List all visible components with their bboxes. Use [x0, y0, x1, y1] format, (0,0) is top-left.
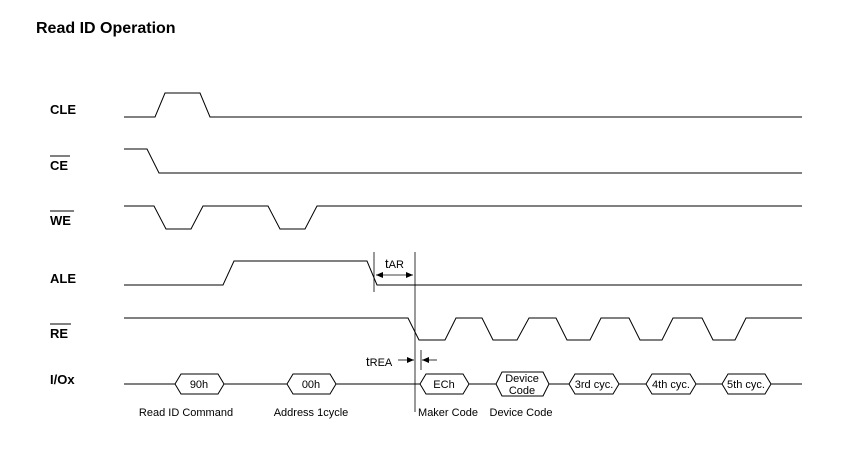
tar-arrow-right	[406, 272, 413, 278]
ce-waveform	[124, 148, 802, 174]
trea-arrow-in-left	[407, 357, 414, 363]
signal-label-io: I/Ox	[50, 372, 75, 387]
diagram-title: Read ID Operation	[36, 20, 176, 37]
signal-label-cle: CLE	[50, 102, 76, 117]
io-cell-cmd-text: 90h	[190, 379, 208, 391]
caption-read-id-command: Read ID Command	[139, 407, 233, 419]
io-cell-device-text-2: Code	[509, 385, 535, 397]
re-waveform	[124, 317, 802, 341]
caption-device-code: Device Code	[490, 407, 553, 419]
io-cell-addr	[286, 373, 337, 395]
io-cell-addr-text: 00h	[302, 379, 320, 391]
io-cell-cyc3-text: 3rd cyc.	[575, 379, 614, 391]
trea-arrow-in-right	[422, 357, 429, 363]
tar-arrow-left	[376, 272, 383, 278]
io-cell-cyc4-text: 4th cyc.	[652, 379, 690, 391]
io-cell-cmd	[174, 373, 225, 395]
io-cell-device-text-1: Device	[505, 373, 539, 385]
signal-label-ce: CE	[50, 158, 68, 173]
trea-label: tREA	[366, 354, 393, 369]
we-waveform	[124, 205, 802, 230]
cle-waveform	[124, 92, 802, 118]
io-cell-cyc5-text: 5th cyc.	[727, 379, 765, 391]
signal-label-we: WE	[50, 213, 71, 228]
caption-maker-code: Maker Code	[418, 407, 478, 419]
caption-address-cycle: Address 1cycle	[274, 407, 349, 419]
ale-waveform	[124, 260, 802, 286]
signal-label-ale: ALE	[50, 271, 76, 286]
io-cell-maker-text: ECh	[433, 379, 454, 391]
signal-label-re: RE	[50, 326, 68, 341]
tar-label: tAR	[385, 256, 404, 271]
